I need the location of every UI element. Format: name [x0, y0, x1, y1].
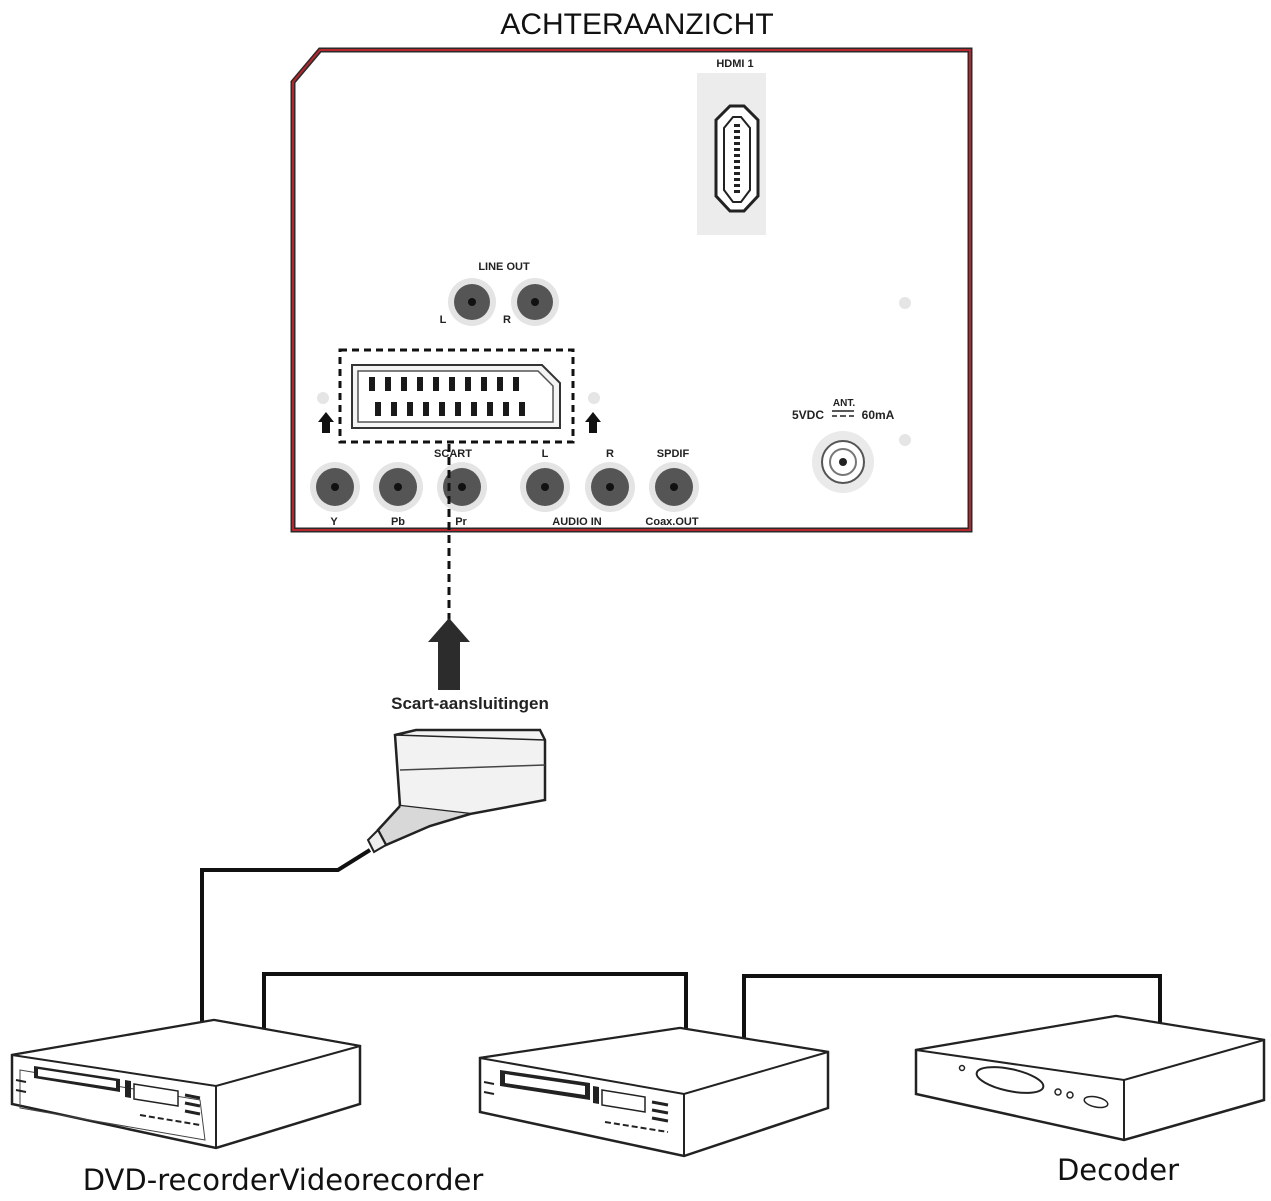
antenna-port[interactable]: ANT. 5VDC 60mA — [792, 398, 895, 493]
screw-dot — [317, 392, 329, 404]
line-out-r-label: R — [503, 314, 511, 326]
dc-symbol-icon — [832, 410, 854, 417]
screw-dot — [899, 434, 911, 446]
line-out-group: LINE OUT L R — [440, 261, 559, 326]
ant-label: ANT. — [833, 398, 855, 409]
hdmi-icon — [714, 104, 760, 213]
hdmi-port[interactable]: HDMI 1 — [697, 58, 766, 235]
scart-pin — [385, 377, 391, 391]
scart-pin — [375, 402, 381, 416]
scart-port[interactable]: SCART — [338, 348, 575, 460]
device-link-cable — [262, 972, 688, 1040]
pb-jack[interactable] — [373, 462, 423, 512]
line-out-right-jack[interactable] — [511, 278, 559, 326]
scart-highlight-box — [338, 348, 575, 444]
scart-pin — [471, 402, 477, 416]
scart-pin — [391, 402, 397, 416]
decoder-label: Decoder — [1057, 1153, 1179, 1187]
line-out-left-jack[interactable] — [448, 278, 496, 326]
scart-pin — [519, 402, 525, 416]
y-jack[interactable] — [310, 462, 360, 512]
connection-label: Scart-aansluitingen — [391, 694, 549, 713]
dvd-recorder-device — [10, 1018, 362, 1150]
scart-pin — [369, 377, 375, 391]
scart-pin — [433, 377, 439, 391]
power-label-left: 5VDC — [792, 408, 824, 422]
screw-dot — [588, 392, 600, 404]
scart-pin — [513, 377, 519, 391]
scart-pin — [487, 402, 493, 416]
line-out-l-label: L — [440, 314, 447, 326]
scart-pin — [481, 377, 487, 391]
scart-pin-icon — [369, 377, 525, 416]
scart-pin — [449, 377, 455, 391]
up-arrow-icon — [318, 412, 334, 433]
audio-in-label: AUDIO IN — [552, 516, 602, 528]
coax-out-label: Coax.OUT — [645, 516, 698, 528]
scart-pin — [455, 402, 461, 416]
scart-plug-icon — [366, 728, 547, 854]
y-label: Y — [330, 516, 338, 528]
audio-in-left-jack[interactable] — [520, 462, 570, 512]
diagram-title: ACHTERAANZICHT — [500, 8, 773, 41]
spdif-label: SPDIF — [657, 448, 690, 460]
dvd-vcr-label: DVD-recorderVideorecorder — [83, 1163, 484, 1197]
scart-pin — [417, 377, 423, 391]
audio-in-l-label: L — [542, 448, 549, 460]
scart-pin — [497, 377, 503, 391]
decoder-device — [914, 1014, 1266, 1142]
scart-pin — [439, 402, 445, 416]
pr-label: Pr — [455, 516, 467, 528]
scart-pin — [423, 402, 429, 416]
scart-label: SCART — [434, 448, 472, 460]
device-link-cable — [742, 974, 1162, 1040]
coax-out-jack[interactable] — [649, 462, 699, 512]
scart-pin — [503, 402, 509, 416]
up-arrow-icon — [585, 412, 601, 433]
up-arrow-icon — [428, 618, 470, 690]
scart-pin — [407, 402, 413, 416]
pr-jack[interactable] — [437, 462, 487, 512]
pb-label: Pb — [391, 516, 405, 528]
hdmi-label: HDMI 1 — [716, 58, 753, 70]
video-recorder-device — [478, 1026, 830, 1158]
screw-dot — [899, 297, 911, 309]
audio-in-r-label: R — [606, 448, 614, 460]
power-label-right: 60mA — [862, 408, 895, 422]
scart-pin — [401, 377, 407, 391]
scart-cable — [200, 848, 372, 1030]
scart-pin — [465, 377, 471, 391]
audio-in-right-jack[interactable] — [585, 462, 635, 512]
line-out-label: LINE OUT — [478, 261, 530, 273]
